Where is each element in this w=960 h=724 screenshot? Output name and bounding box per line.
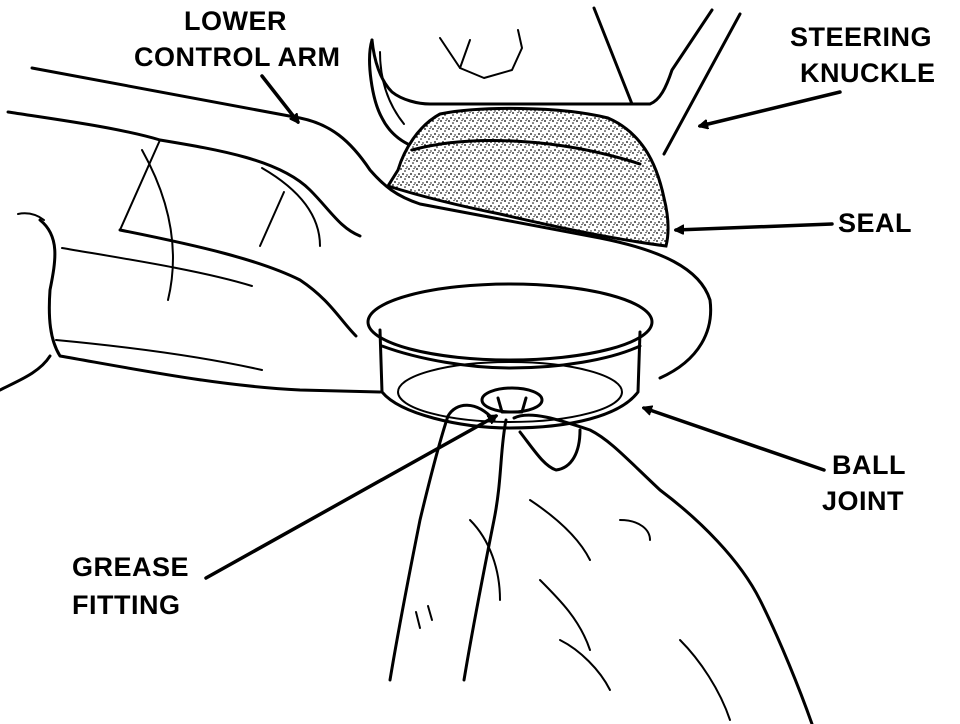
seal — [385, 106, 670, 248]
leader-grease-fitting — [204, 414, 496, 580]
ball-joint — [366, 282, 654, 430]
grease-fitting — [480, 386, 544, 414]
leader-lower-control-arm — [260, 74, 298, 122]
label-steering-knuckle-1: STEERING — [790, 22, 932, 52]
leader-steering-knuckle — [700, 90, 842, 126]
label-seal: SEAL — [838, 208, 912, 238]
label-ball-joint-2: JOINT — [822, 486, 904, 516]
steering-knuckle — [368, 6, 742, 156]
leader-seal — [676, 222, 834, 230]
label-grease-fitting-2: FITTING — [72, 590, 180, 620]
label-steering-knuckle-2: KNUCKLE — [800, 58, 936, 88]
leader-ball-joint — [644, 408, 826, 472]
hand — [388, 403, 814, 724]
lower-control-arm — [0, 66, 713, 394]
label-grease-fitting-1: GREASE — [72, 552, 189, 582]
label-ball-joint-1: BALL — [832, 450, 906, 480]
label-lower-control-arm-1: LOWER — [184, 6, 287, 36]
label-lower-control-arm-2: CONTROL ARM — [134, 42, 340, 72]
